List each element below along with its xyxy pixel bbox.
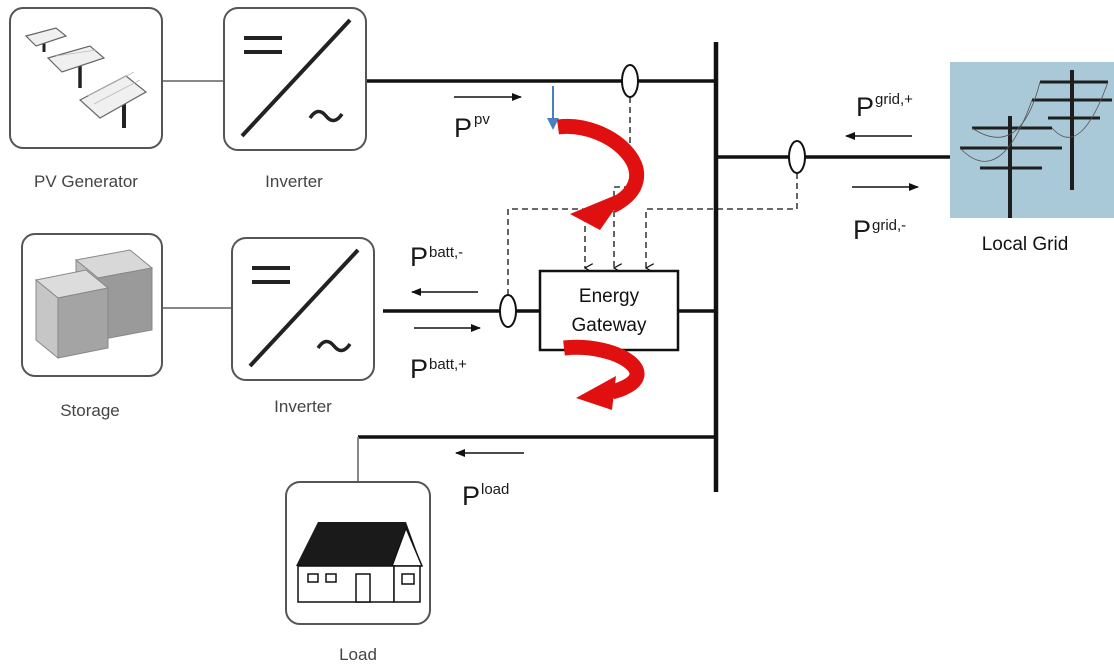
pv-indicator-arrow — [547, 86, 559, 130]
svg-text:grid,+: grid,+ — [875, 91, 913, 108]
svg-text:P: P — [410, 242, 428, 272]
measurement-lines — [508, 97, 797, 295]
pv-generator — [10, 8, 162, 148]
flow-label-pv: P pv — [454, 111, 490, 143]
red-flow-arrow-top — [558, 126, 637, 230]
house-icon — [296, 522, 422, 602]
svg-text:load: load — [481, 481, 509, 498]
svg-text:P: P — [410, 354, 428, 384]
pv-sensor — [622, 65, 638, 97]
svg-text:pv: pv — [474, 111, 490, 128]
local-grid-label: Local Grid — [982, 234, 1069, 255]
flow-label-grid-plus: P grid,+ — [856, 91, 913, 122]
svg-text:P: P — [856, 92, 874, 122]
storage-label: Storage — [60, 401, 120, 420]
gateway-label-line2: Gateway — [572, 315, 647, 336]
svg-text:P: P — [853, 215, 871, 245]
flow-label-grid-minus: P grid,- — [853, 215, 906, 245]
storage-inverter — [232, 238, 374, 380]
pv-inverter — [224, 8, 366, 150]
flow-label-batt-minus: P batt,- — [410, 242, 463, 272]
svg-text:batt,-: batt,- — [429, 244, 463, 261]
load — [286, 482, 430, 624]
flow-label-load: P load — [462, 481, 509, 511]
storage-sensor — [500, 295, 516, 327]
svg-text:grid,-: grid,- — [872, 217, 906, 234]
flow-label-batt-plus: P batt,+ — [410, 354, 467, 384]
local-grid — [950, 62, 1114, 218]
energy-gateway-box — [540, 271, 678, 350]
svg-text:P: P — [462, 481, 480, 511]
storage — [22, 234, 162, 376]
pv-inverter-label: Inverter — [265, 172, 323, 191]
load-label: Load — [339, 645, 377, 664]
storage-inverter-label: Inverter — [274, 397, 332, 416]
pv-generator-label: PV Generator — [34, 172, 138, 191]
grid-sensor — [789, 141, 805, 173]
svg-text:batt,+: batt,+ — [429, 356, 467, 373]
svg-text:P: P — [454, 113, 472, 143]
red-flow-arrow-bottom — [564, 347, 637, 410]
gateway-label-line1: Energy — [579, 286, 640, 307]
